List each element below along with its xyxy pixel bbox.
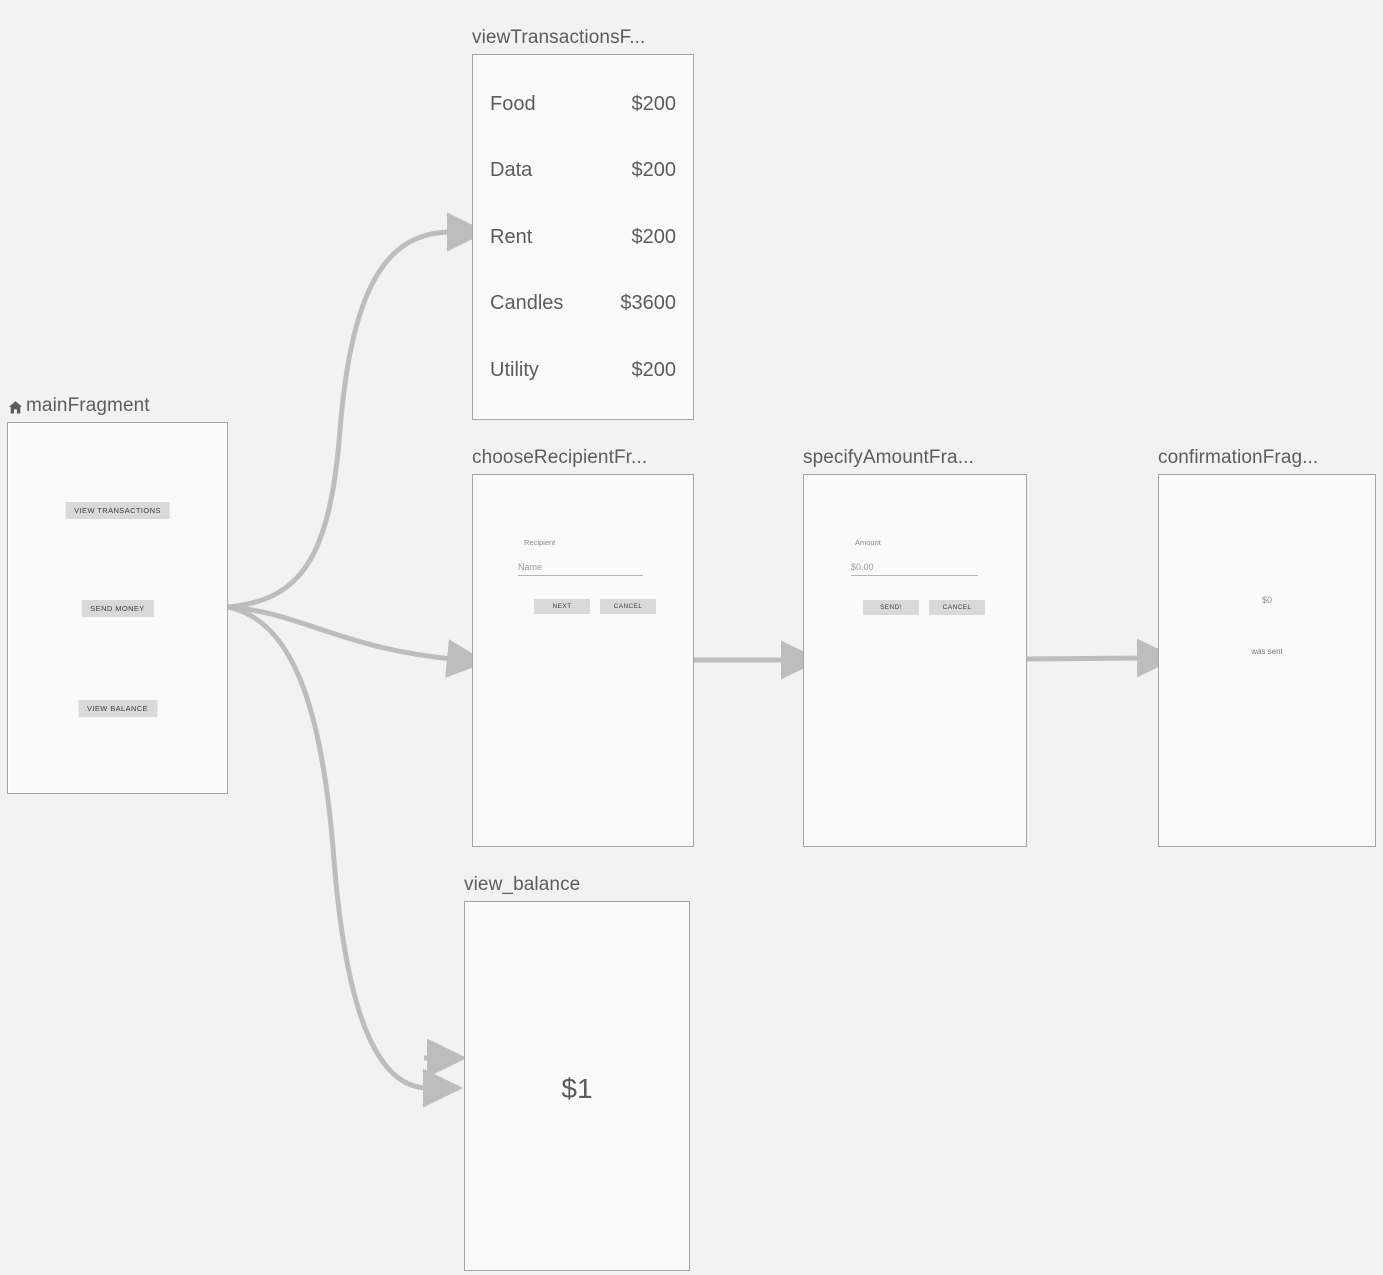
fragment-frame-view-transactions bbox=[472, 54, 694, 420]
amount-input[interactable]: $0.00 bbox=[851, 562, 978, 576]
confirmation-subtitle: was sent bbox=[1251, 647, 1283, 657]
node-title-text: view_balance bbox=[464, 874, 581, 895]
edge-main-to-view-balance bbox=[225, 604, 463, 1108]
transaction-amount: $200 bbox=[631, 225, 677, 248]
node-main-fragment[interactable]: mainFragment VIEW TRANSACTIONS SEND MONE… bbox=[7, 395, 228, 794]
node-title-main-fragment: mainFragment bbox=[7, 395, 150, 417]
transaction-category: Food bbox=[490, 92, 536, 115]
send-button[interactable]: SEND! bbox=[863, 600, 919, 615]
next-button[interactable]: NEXT bbox=[534, 599, 590, 614]
confirmation-amount: $0 bbox=[1261, 595, 1272, 606]
transaction-row: Utility $200 bbox=[490, 359, 676, 381]
transaction-row: Candles $3600 bbox=[490, 292, 676, 314]
node-view-transactions-fragment[interactable]: viewTransactionsF... Food $200 Data $200… bbox=[472, 27, 694, 420]
balance-amount: $1 bbox=[561, 1073, 593, 1104]
fragment-frame-choose-recipient bbox=[472, 474, 694, 847]
recipient-name-input[interactable]: Name bbox=[518, 562, 643, 576]
recipient-field-label: Recipient bbox=[524, 538, 556, 547]
cancel-button[interactable]: CANCEL bbox=[600, 599, 656, 614]
view-transactions-button[interactable]: VIEW TRANSACTIONS bbox=[65, 502, 170, 519]
transaction-row: Data $200 bbox=[490, 159, 676, 181]
transaction-amount: $200 bbox=[631, 158, 677, 181]
transaction-row: Food $200 bbox=[490, 93, 676, 115]
node-confirmation-fragment[interactable]: confirmationFrag... $0 was sent bbox=[1158, 447, 1376, 847]
view-balance-button[interactable]: VIEW BALANCE bbox=[77, 700, 158, 717]
node-title-text: specifyAmountFra... bbox=[803, 447, 974, 468]
fragment-frame-view-balance bbox=[464, 901, 690, 1271]
home-icon bbox=[7, 399, 24, 416]
transaction-row: Rent $200 bbox=[490, 226, 676, 248]
node-title-text: confirmationFrag... bbox=[1158, 447, 1319, 468]
transaction-amount: $200 bbox=[631, 92, 677, 115]
edge-main-to-view-transactions bbox=[225, 212, 487, 610]
edge-main-to-choose-recipient bbox=[225, 604, 487, 678]
recipient-actions: NEXT CANCEL bbox=[534, 599, 656, 614]
transaction-amount: $200 bbox=[631, 358, 677, 381]
node-specify-amount-fragment[interactable]: specifyAmountFra... Amount $0.00 SEND! C… bbox=[803, 447, 1027, 847]
amount-field-label: Amount bbox=[855, 538, 881, 547]
transaction-category: Candles bbox=[490, 291, 564, 314]
node-title-confirmation: confirmationFrag... bbox=[1158, 447, 1318, 469]
fragment-frame-confirmation bbox=[1158, 474, 1376, 847]
node-title-view-balance: view_balance bbox=[464, 874, 580, 896]
fragment-frame-main bbox=[7, 422, 228, 794]
node-choose-recipient-fragment[interactable]: chooseRecipientFr... Recipient Name NEXT… bbox=[472, 447, 694, 847]
node-title-text: mainFragment bbox=[26, 395, 150, 416]
edge-specify-amount-to-confirmation bbox=[1026, 638, 1177, 678]
node-title-specify-amount: specifyAmountFra... bbox=[803, 447, 974, 469]
node-title-text: chooseRecipientFr... bbox=[472, 447, 648, 468]
node-title-text: viewTransactionsF... bbox=[472, 27, 646, 48]
send-money-button[interactable]: SEND MONEY bbox=[81, 600, 154, 617]
node-view-balance-fragment[interactable]: view_balance $1 bbox=[464, 874, 690, 1271]
cancel-button[interactable]: CANCEL bbox=[929, 600, 985, 615]
node-title-view-transactions: viewTransactionsF... bbox=[472, 27, 645, 49]
fragment-frame-specify-amount bbox=[803, 474, 1027, 847]
transaction-category: Data bbox=[490, 158, 533, 181]
transaction-category: Rent bbox=[490, 225, 533, 248]
amount-actions: SEND! CANCEL bbox=[863, 600, 985, 615]
node-title-choose-recipient: chooseRecipientFr... bbox=[472, 447, 647, 469]
transaction-category: Utility bbox=[490, 358, 539, 381]
transaction-amount: $3600 bbox=[620, 291, 676, 314]
